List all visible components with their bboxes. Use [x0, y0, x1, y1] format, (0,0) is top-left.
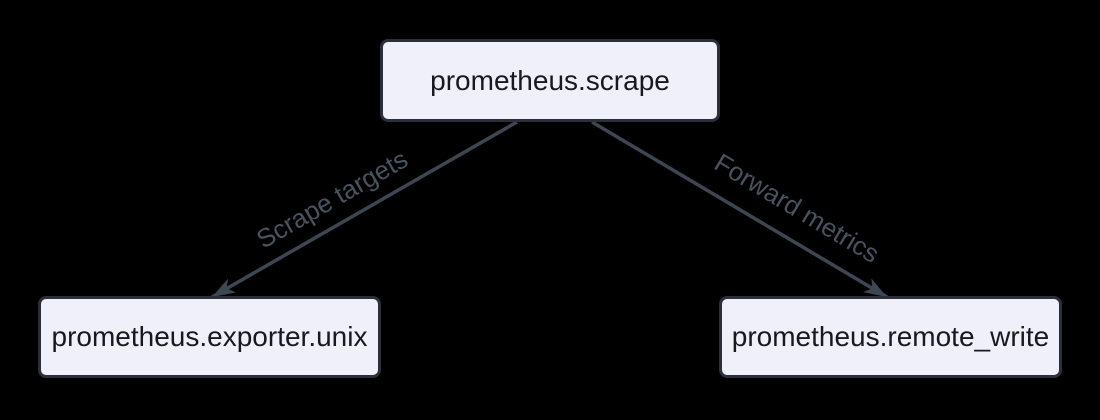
node-prometheus-remote-write: prometheus.remote_write	[719, 296, 1062, 378]
node-label: prometheus.exporter.unix	[51, 321, 368, 352]
node-prometheus-scrape: prometheus.scrape	[380, 39, 720, 122]
edge-scrape-to-exporter	[211, 120, 518, 299]
node-label: prometheus.remote_write	[731, 321, 1050, 352]
node-prometheus-exporter-unix: prometheus.exporter.unix	[38, 296, 381, 378]
node-label: prometheus.scrape	[430, 64, 670, 96]
edge-scrape-to-remote-write	[591, 120, 888, 299]
